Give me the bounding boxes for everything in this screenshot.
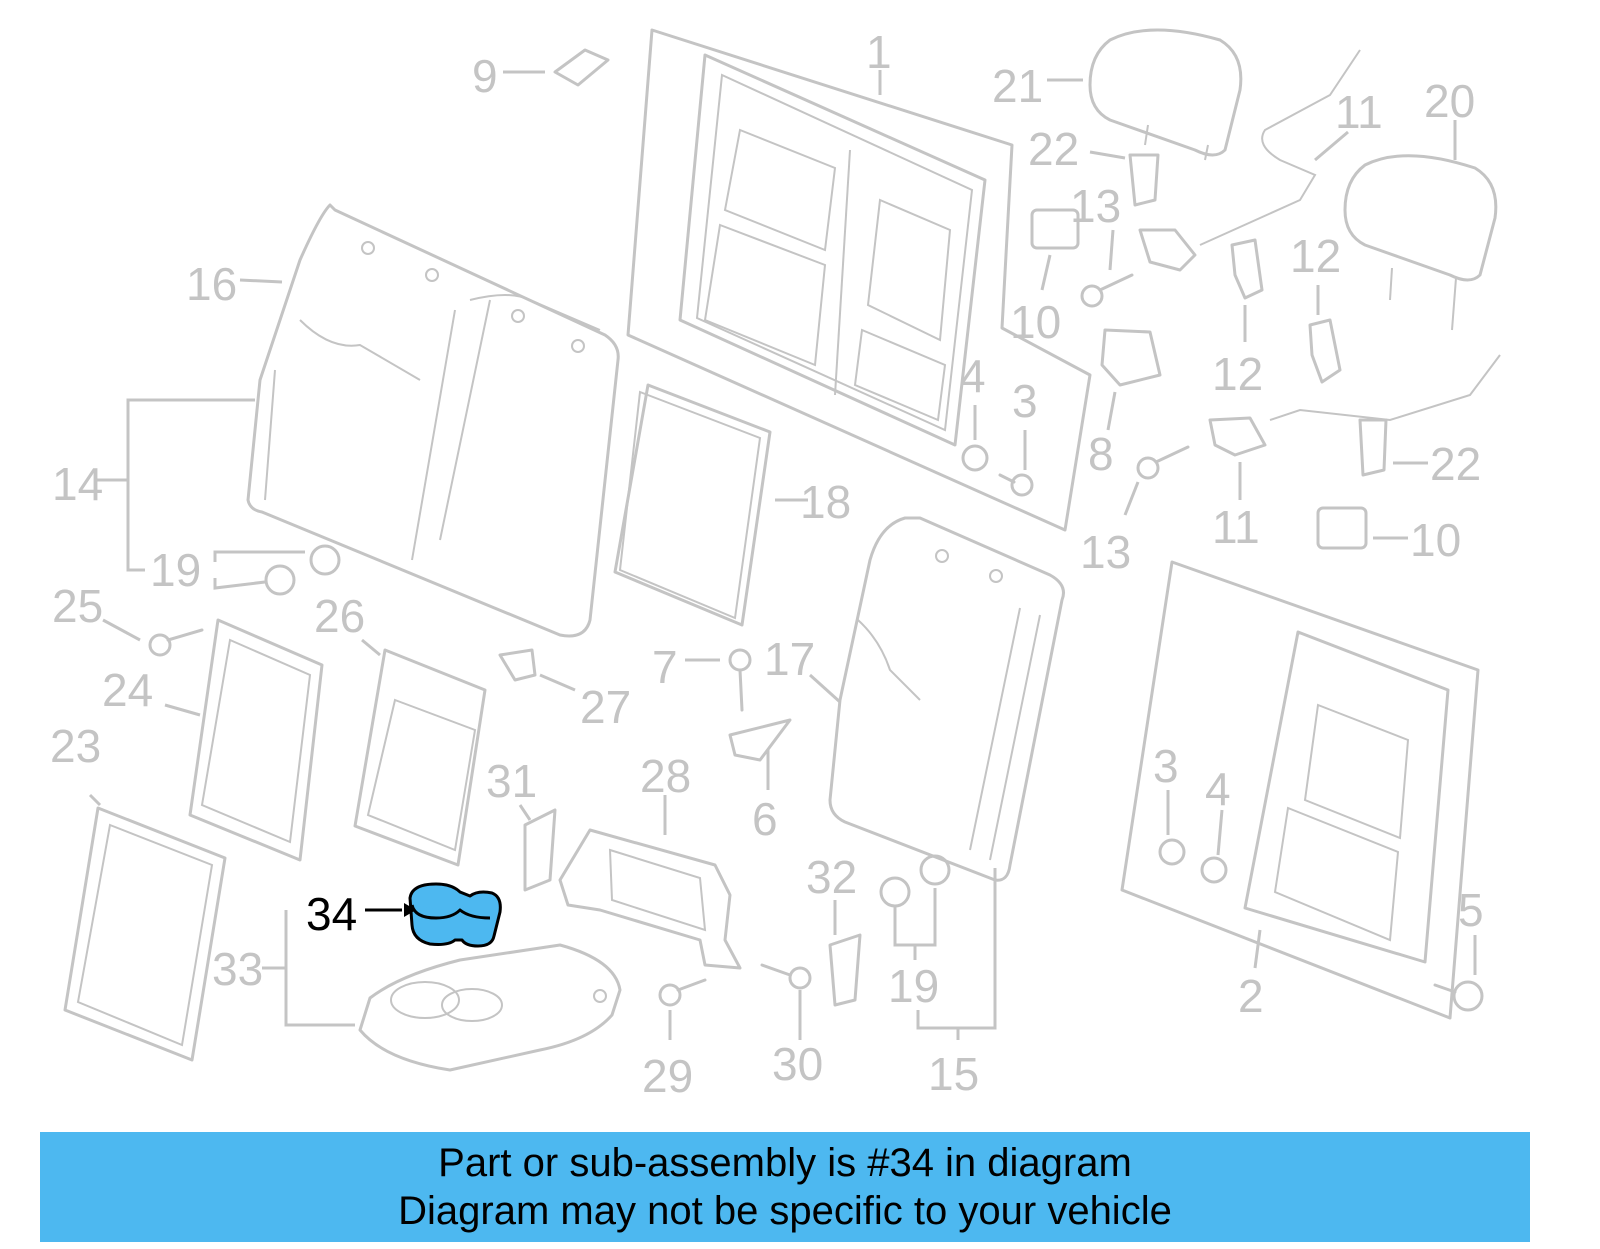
callout-4a: 4	[960, 350, 986, 402]
callout-11a: 11	[1335, 86, 1383, 138]
callout-17: 17	[764, 633, 815, 685]
part-16-seatback-cover	[246, 203, 620, 638]
callout-24: 24	[102, 664, 153, 716]
part-24-panel	[188, 618, 324, 862]
callout-21: 21	[992, 60, 1043, 112]
callout-26: 26	[314, 590, 365, 642]
part-28-armrest-frame	[558, 828, 742, 970]
part-26-panel	[353, 648, 487, 867]
callout-28: 28	[640, 750, 691, 802]
callout-labels: 9 1 21 22 11 20 13 12 10 12 8 4 3 22 11 …	[50, 26, 1484, 1102]
callout-3b: 3	[1153, 740, 1179, 792]
callout-14: 14	[52, 458, 103, 510]
callout-13b: 13	[1080, 526, 1131, 578]
part-17-seatback-cushion	[828, 516, 1065, 882]
callout-13a: 13	[1070, 180, 1121, 232]
callout-12a: 12	[1290, 230, 1341, 282]
callout-18: 18	[800, 476, 851, 528]
callout-10a: 10	[1010, 296, 1061, 348]
banner-line-1: Part or sub-assembly is #34 in diagram	[438, 1141, 1132, 1185]
part-22-guide	[1128, 153, 1388, 477]
callout-34-highlighted: 34	[306, 888, 357, 940]
callout-19a: 19	[150, 544, 201, 596]
callout-2: 2	[1238, 970, 1264, 1022]
callout-23: 23	[50, 720, 101, 772]
callout-6: 6	[752, 793, 778, 845]
part-2-seatback-frame	[1120, 560, 1480, 1020]
callout-22b: 22	[1430, 438, 1481, 490]
callout-11b: 11	[1212, 501, 1260, 553]
callout-12b: 12	[1212, 348, 1263, 400]
callout-15: 15	[928, 1048, 979, 1100]
callout-20: 20	[1424, 75, 1475, 127]
callout-16: 16	[186, 258, 237, 310]
parts-diagram: 9 1 21 22 11 20 13 12 10 12 8 4 3 22 11 …	[50, 26, 1501, 1102]
callout-1: 1	[866, 26, 892, 78]
callout-9: 9	[472, 50, 498, 102]
part-18-pad	[613, 383, 772, 627]
part-9-clip	[553, 48, 610, 87]
callout-10b: 10	[1410, 514, 1461, 566]
part-21-headrest	[1088, 28, 1243, 161]
part-brackets	[523, 718, 862, 1007]
callout-19b: 19	[888, 960, 939, 1012]
callout-7: 7	[652, 641, 678, 693]
callout-33: 33	[212, 943, 263, 995]
part-small-bolts	[148, 628, 812, 1007]
part-13-bolt	[1080, 273, 1190, 480]
callout-25: 25	[52, 580, 103, 632]
part-1-seatback-frame	[626, 28, 1092, 532]
banner-line-2: Diagram may not be specific to your vehi…	[398, 1189, 1172, 1233]
info-banner: Part or sub-assembly is #34 in diagram D…	[40, 1132, 1530, 1242]
part-11-cable-hinge	[1138, 49, 1501, 457]
callout-5: 5	[1458, 884, 1484, 936]
part-33-armrest	[358, 943, 622, 1072]
callout-29: 29	[642, 1050, 693, 1102]
part-12-bracket	[1230, 238, 1342, 384]
callout-30: 30	[772, 1038, 823, 1090]
callout-22a: 22	[1028, 123, 1079, 175]
part-10-switch	[1030, 208, 1368, 550]
part-3-4-5-fasteners	[961, 444, 1484, 1012]
callout-32: 32	[806, 851, 857, 903]
callout-3a: 3	[1012, 375, 1038, 427]
callout-27: 27	[580, 681, 631, 733]
callout-4b: 4	[1205, 763, 1231, 815]
callout-8: 8	[1088, 428, 1114, 480]
part-8-latch	[1100, 328, 1162, 387]
part-20-headrest	[1343, 154, 1498, 331]
leader-lines	[88, 70, 1477, 1040]
part-34-cupholder-insert	[408, 882, 502, 948]
part-23-panel	[63, 806, 227, 1062]
callout-31: 31	[486, 755, 537, 807]
